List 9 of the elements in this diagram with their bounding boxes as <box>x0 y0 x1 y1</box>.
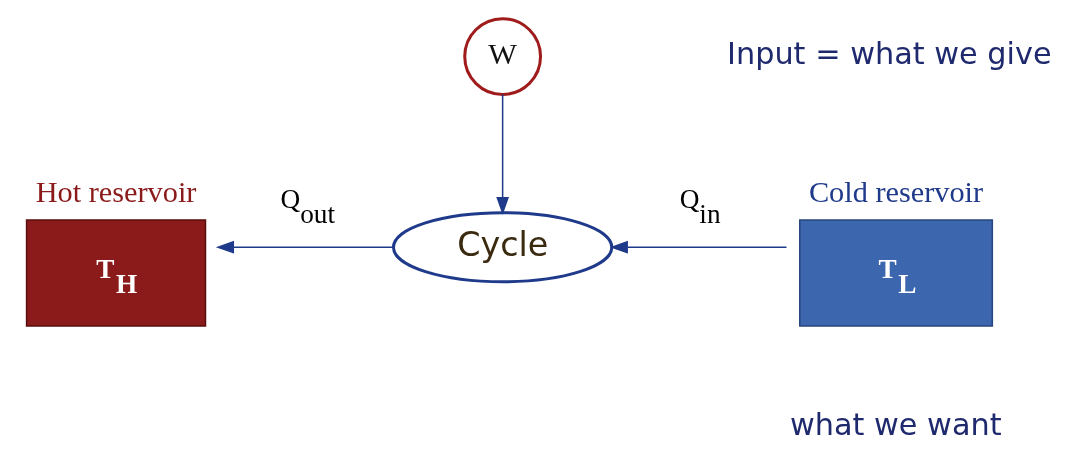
node-label: Cold reservoir <box>808 174 984 209</box>
node-circle: W <box>463 17 543 96</box>
label: Input = what we give <box>727 36 1052 72</box>
arrow <box>609 240 788 254</box>
node-ellipse: Cycle <box>391 211 614 284</box>
arrow <box>215 240 394 254</box>
node-label: Hot reservoir <box>35 174 197 209</box>
label: what we want <box>789 407 1002 443</box>
arrow <box>496 93 509 216</box>
